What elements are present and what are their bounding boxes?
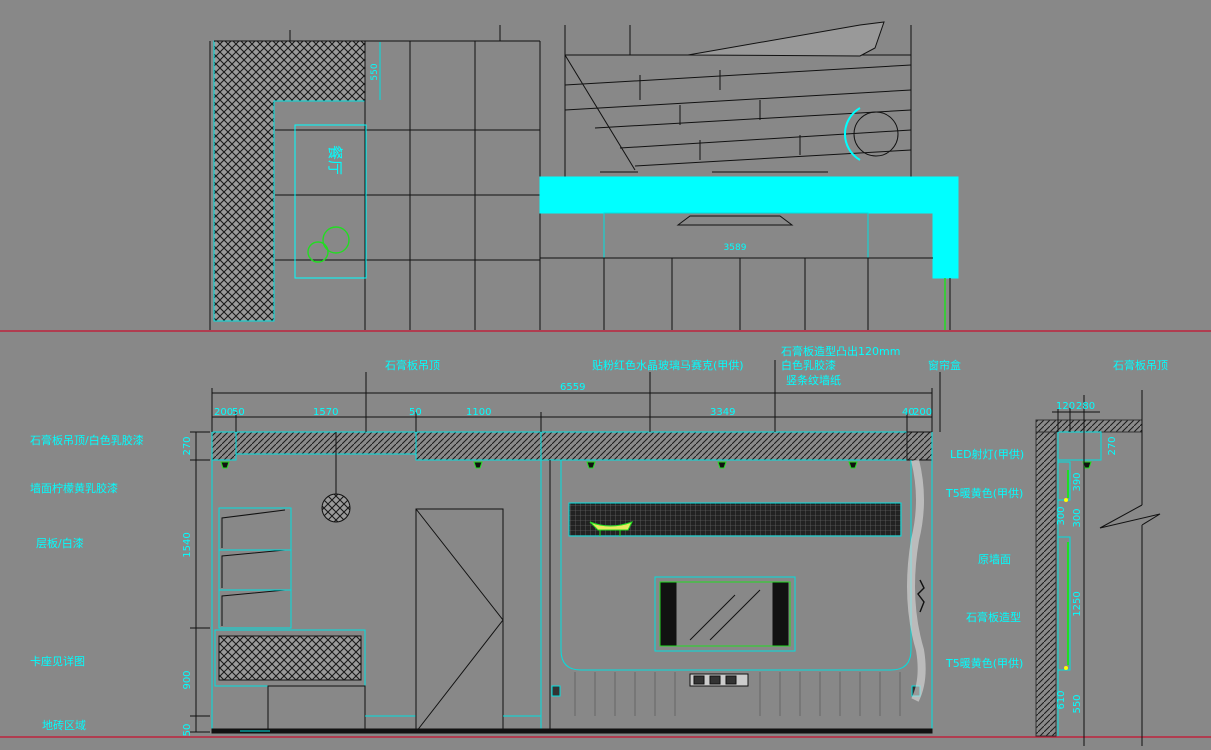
elevation-dims-left: 270 1540 900 50 bbox=[182, 436, 193, 736]
section-dim-0: 270 bbox=[1107, 436, 1118, 455]
section-dims: 120 280 270 390 300 300 1250 610 550 bbox=[1056, 401, 1118, 714]
callout-gypsum-line2: 白色乳胶漆 bbox=[781, 358, 836, 372]
dim-h1: 270 bbox=[182, 436, 193, 455]
callout-curtain-box: 窗帘盒 bbox=[928, 358, 961, 372]
elevation-left-labels: 石膏板吊顶/白色乳胶漆 墙面柠檬黄乳胶漆 层板/白漆 卡座见详图 地砖区域 bbox=[30, 433, 144, 732]
plan-hatched-column bbox=[213, 40, 366, 322]
dim-d6: 3349 bbox=[710, 407, 735, 418]
dim-total: 6559 bbox=[560, 382, 585, 393]
section-dim-4: 1250 bbox=[1072, 591, 1083, 616]
section-dim-3: 300 bbox=[1072, 508, 1083, 527]
section-dim-6: 550 bbox=[1072, 694, 1083, 713]
pendant-lamp-icon bbox=[321, 493, 351, 523]
plan-cyan-wall bbox=[539, 176, 959, 279]
plan-dim-550: 550 bbox=[370, 63, 380, 80]
section-view bbox=[1035, 390, 1161, 746]
plan-dim-width: 3589 bbox=[724, 243, 747, 253]
dim-h4: 50 bbox=[182, 724, 193, 737]
section-dim-2: 300 bbox=[1056, 506, 1067, 525]
elevation-callouts: 石膏板吊顶 贴粉红色水晶玻璃马赛克(甲供) 石膏板造型凸出120mm 白色乳胶漆… bbox=[385, 344, 1168, 387]
callout-gypsum-line3: 竖条纹墙纸 bbox=[786, 373, 841, 387]
right-label-2: 原墙面 bbox=[978, 552, 1011, 566]
callout-ceiling-left: 石膏板吊顶 bbox=[385, 358, 440, 372]
right-label-4: T5暖黄色(甲供) bbox=[945, 656, 1023, 670]
callout-gypsum-line1: 石膏板造型凸出120mm bbox=[781, 344, 900, 358]
elevation-right-labels: LED射灯(甲供) T5暖黄色(甲供) 原墙面 石膏板造型 T5暖黄色(甲供) bbox=[945, 447, 1024, 670]
plan-view bbox=[209, 21, 959, 330]
left-label-3: 卡座见详图 bbox=[30, 654, 85, 668]
dining-zone-box bbox=[294, 124, 367, 279]
left-label-2: 层板/白漆 bbox=[36, 536, 84, 550]
mosaic-band bbox=[568, 502, 902, 537]
callout-mosaic: 贴粉红色水晶玻璃马赛克(甲供) bbox=[592, 358, 744, 372]
left-label-0: 石膏板吊顶/白色乳胶漆 bbox=[30, 433, 144, 447]
right-label-3: 石膏板造型 bbox=[966, 610, 1021, 624]
section-dim-5: 610 bbox=[1056, 690, 1067, 709]
dim-d2: 50 bbox=[232, 407, 245, 418]
dim-d5: 1100 bbox=[466, 407, 491, 418]
dim-d3: 1570 bbox=[313, 407, 338, 418]
section-dim-1: 390 bbox=[1072, 472, 1083, 491]
dim-d8: 200 bbox=[913, 407, 932, 418]
section-dim-top-0: 120 bbox=[1056, 401, 1075, 412]
dim-d1: 200 bbox=[214, 407, 233, 418]
left-label-4: 地砖区域 bbox=[42, 718, 86, 732]
plan-room-label: 餐厅 bbox=[326, 145, 344, 175]
dim-h2: 1540 bbox=[182, 532, 193, 557]
elevation-view bbox=[190, 360, 941, 734]
plant-icon bbox=[307, 226, 350, 263]
right-label-0: LED射灯(甲供) bbox=[950, 447, 1024, 461]
left-label-1: 墙面柠檬黄乳胶漆 bbox=[30, 481, 118, 495]
elevation-dims-top: 6559 200 50 1570 50 1100 3349 40 200 bbox=[214, 382, 932, 418]
callout-ceiling-right: 石膏板吊顶 bbox=[1113, 358, 1168, 372]
dim-d4: 50 bbox=[409, 407, 422, 418]
section-dim-top-1: 280 bbox=[1076, 401, 1095, 412]
right-label-1: T5暖黄色(甲供) bbox=[945, 486, 1023, 500]
dim-h3: 900 bbox=[182, 670, 193, 689]
dim-d7: 40 bbox=[902, 407, 915, 418]
